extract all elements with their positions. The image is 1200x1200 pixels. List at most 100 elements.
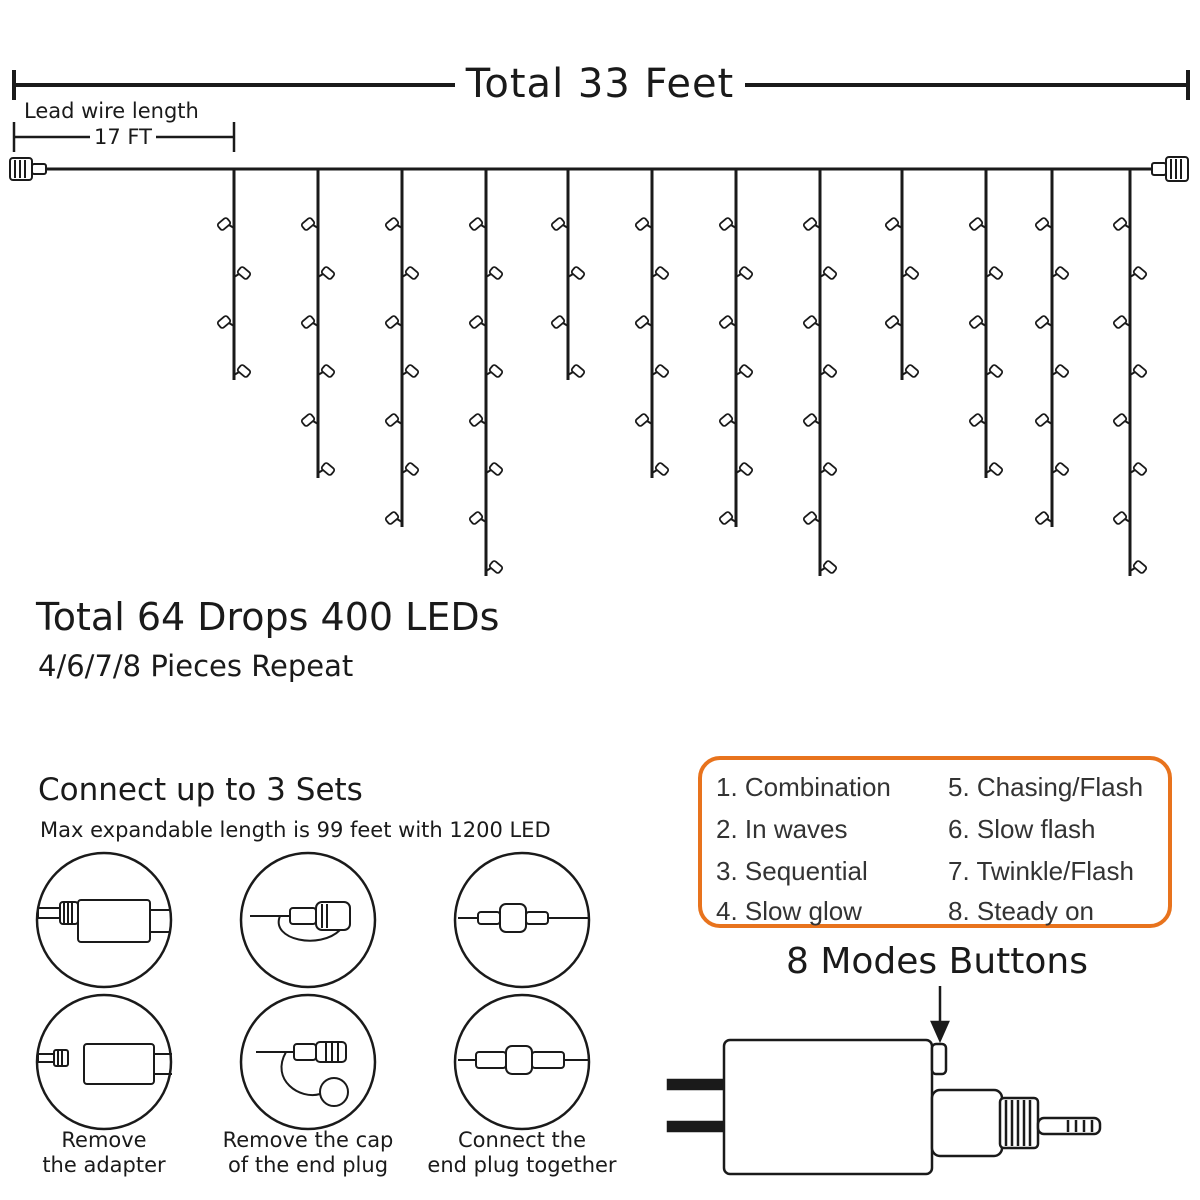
led-stem xyxy=(401,273,408,278)
lead-wire-value: 17 FT xyxy=(90,124,156,150)
led-stem xyxy=(730,224,737,229)
led-bulb-icon xyxy=(1034,413,1050,427)
led-bulb-icon xyxy=(968,315,984,329)
led-stem xyxy=(1124,420,1131,425)
led-stem xyxy=(317,273,324,278)
mode-item: 6. Slow flash xyxy=(948,814,1096,844)
led-stem xyxy=(651,469,658,474)
led-stem xyxy=(396,518,403,523)
led-stem xyxy=(819,371,826,376)
led-bulb-icon xyxy=(738,266,754,280)
led-stem xyxy=(228,224,235,229)
led-stem xyxy=(1129,469,1136,474)
led-bulb-icon xyxy=(1034,511,1050,525)
led-bulb-icon xyxy=(1054,364,1070,378)
led-stem xyxy=(567,371,574,376)
led-bulb-icon xyxy=(468,413,484,427)
connected-plugs-icon xyxy=(458,903,588,933)
led-bulb-icon xyxy=(968,217,984,231)
modes-arrow xyxy=(930,986,950,1044)
led-bulb-icon xyxy=(216,217,232,231)
led-stem xyxy=(485,567,492,572)
led-stem xyxy=(1051,469,1058,474)
led-stem xyxy=(819,273,826,278)
led-stem xyxy=(896,322,903,327)
led-stem xyxy=(396,224,403,229)
led-stem xyxy=(396,420,403,425)
led-stem xyxy=(562,322,569,327)
led-stem xyxy=(985,371,992,376)
led-stem xyxy=(730,420,737,425)
led-stem xyxy=(485,371,492,376)
led-bulb-icon xyxy=(904,364,920,378)
led-bulb-icon xyxy=(988,462,1004,476)
led-stem xyxy=(646,420,653,425)
led-bulb-icon xyxy=(1132,462,1148,476)
connect-title: Connect up to 3 Sets xyxy=(38,772,363,808)
controller-icon xyxy=(666,1038,1102,1176)
led-stem xyxy=(480,322,487,327)
led-stem xyxy=(562,224,569,229)
led-stem xyxy=(485,273,492,278)
led-stem xyxy=(646,224,653,229)
led-bulb-icon xyxy=(634,413,650,427)
led-bulb-icon xyxy=(404,462,420,476)
led-stem xyxy=(401,469,408,474)
mode-item: 3. Sequential xyxy=(716,856,868,886)
led-stem xyxy=(735,273,742,278)
led-bulb-icon xyxy=(988,364,1004,378)
led-bulb-icon xyxy=(1132,560,1148,574)
led-stem xyxy=(480,420,487,425)
led-bulb-icon xyxy=(1112,511,1128,525)
led-stem xyxy=(1124,518,1131,523)
adapter-removed-icon xyxy=(37,1043,172,1085)
led-bulb-icon xyxy=(384,413,400,427)
step-label-line: Connect the xyxy=(458,1128,586,1152)
step-label-remove-cap: Remove the cap of the end plug xyxy=(203,1128,413,1178)
led-stem xyxy=(814,322,821,327)
led-bulb-icon xyxy=(654,364,670,378)
led-stem xyxy=(985,469,992,474)
led-stem xyxy=(1046,420,1053,425)
led-stem xyxy=(646,322,653,327)
led-stem xyxy=(980,322,987,327)
led-bulb-icon xyxy=(884,315,900,329)
connect-circle-bottom xyxy=(453,993,591,1131)
led-bulb-icon xyxy=(738,364,754,378)
led-stem xyxy=(228,322,235,327)
modes-buttons-title: 8 Modes Buttons xyxy=(786,941,1088,982)
led-bulb-icon xyxy=(634,315,650,329)
step-label-connect-plugs: Connect the end plug together xyxy=(417,1128,627,1178)
led-bulb-icon xyxy=(718,315,734,329)
led-stem xyxy=(730,518,737,523)
led-bulb-icon xyxy=(384,511,400,525)
led-bulb-icon xyxy=(1034,315,1050,329)
led-stem xyxy=(814,518,821,523)
connect-circle-top xyxy=(453,851,591,989)
led-bulb-icon xyxy=(570,364,586,378)
modes-list-box: 1. Combination 2. In waves 3. Sequential… xyxy=(698,756,1172,928)
led-stem xyxy=(1129,371,1136,376)
led-bulb-icon xyxy=(404,364,420,378)
adapter-icon xyxy=(37,899,170,943)
led-stem xyxy=(980,420,987,425)
led-stem xyxy=(1129,273,1136,278)
led-bulb-icon xyxy=(236,364,252,378)
led-bulb-icon xyxy=(488,462,504,476)
drops-subtitle: 4/6/7/8 Pieces Repeat xyxy=(38,649,354,683)
led-bulb-icon xyxy=(216,315,232,329)
led-bulb-icon xyxy=(738,462,754,476)
led-bulb-icon xyxy=(570,266,586,280)
led-stem xyxy=(730,322,737,327)
led-stem xyxy=(317,371,324,376)
led-stem xyxy=(1129,567,1136,572)
led-stem xyxy=(1046,224,1053,229)
lead-wire-title: Lead wire length xyxy=(24,99,199,123)
led-bulb-icon xyxy=(488,364,504,378)
led-bulb-icon xyxy=(1112,217,1128,231)
led-bulb-icon xyxy=(822,560,838,574)
step-label-line: Remove xyxy=(61,1128,147,1152)
led-bulb-icon xyxy=(654,266,670,280)
mode-button-icon xyxy=(930,1042,948,1076)
